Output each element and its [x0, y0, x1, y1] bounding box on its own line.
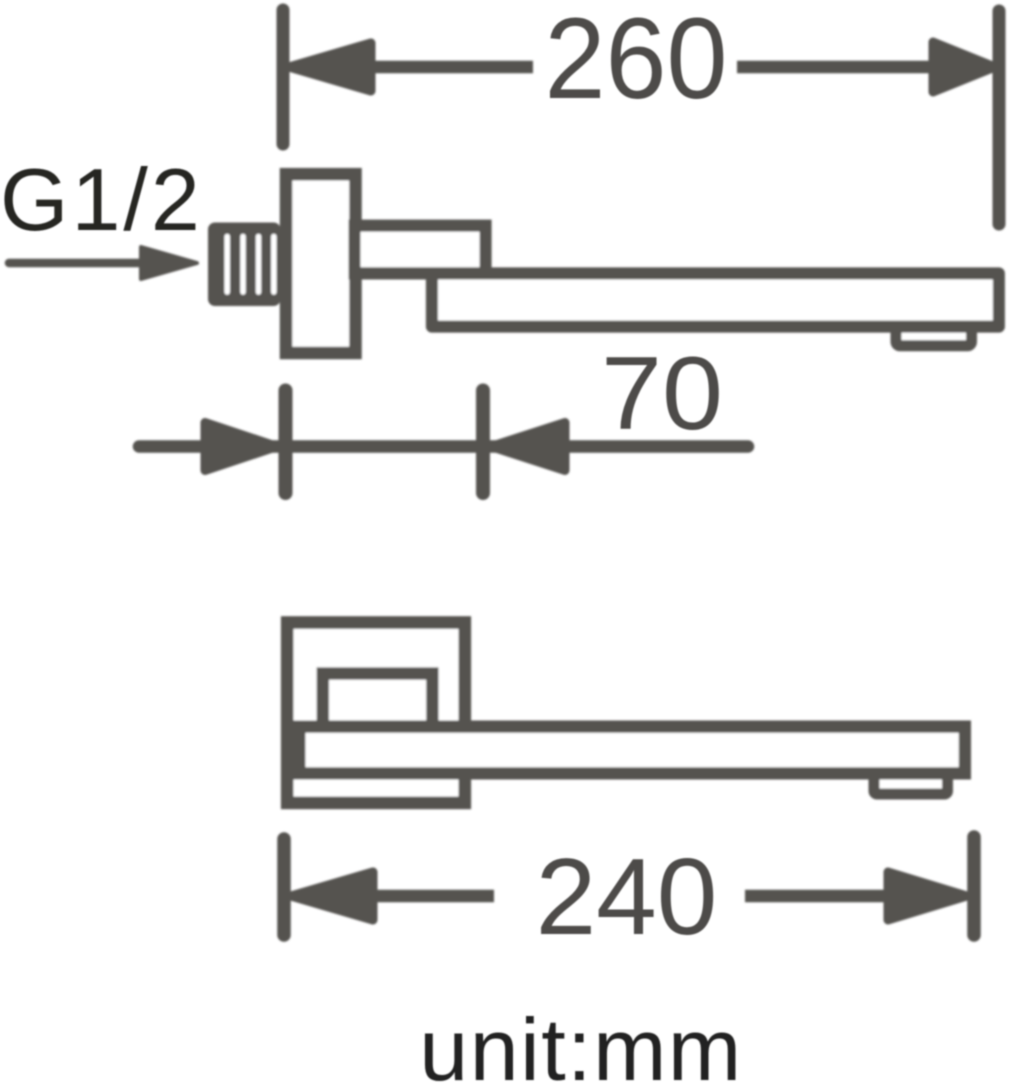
svg-text:unit:mm: unit:mm — [419, 1000, 742, 1086]
svg-text:240: 240 — [536, 836, 718, 958]
svg-text:70: 70 — [601, 336, 723, 452]
svg-text:G1/2: G1/2 — [0, 150, 203, 249]
svg-text:260: 260 — [545, 0, 728, 123]
